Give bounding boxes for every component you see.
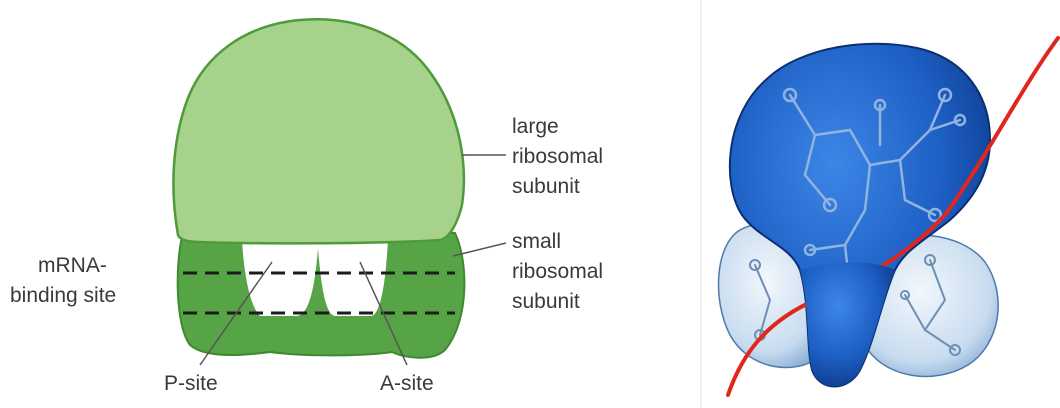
ribosome-illustration — [719, 38, 1058, 395]
p-site-label: P-site — [164, 372, 218, 395]
small-subunit-label-3: subunit — [512, 290, 580, 313]
mrna-site-label-1: mRNA- — [38, 254, 107, 277]
schematic-diagram: large ribosomal subunit small ribosomal … — [10, 19, 603, 395]
large-subunit-label-2: ribosomal — [512, 145, 603, 168]
large-subunit-shape — [173, 19, 463, 243]
small-subunit-label-1: small — [512, 230, 561, 253]
large-subunit-label-1: large — [512, 115, 559, 138]
mrna-site-label-2: binding site — [10, 284, 116, 307]
small-subunit-label-2: ribosomal — [512, 260, 603, 283]
large-subunit-label-3: subunit — [512, 175, 580, 198]
a-site-label: A-site — [380, 372, 434, 395]
